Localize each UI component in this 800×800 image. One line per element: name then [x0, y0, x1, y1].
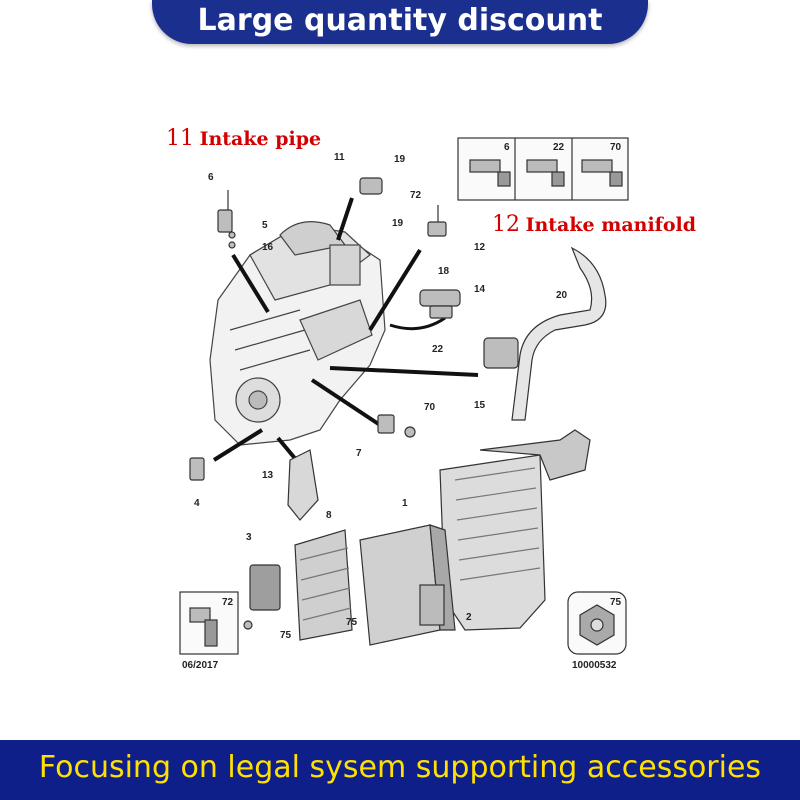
- banner-title: Large quantity discount: [197, 3, 603, 38]
- small-parts: [189, 177, 607, 521]
- part-label: 75: [346, 617, 358, 628]
- mesh-plate: [294, 529, 353, 641]
- annotation-number: 11: [166, 126, 194, 151]
- bolt-legend-box: [457, 137, 629, 201]
- nut-75-inset: [567, 591, 627, 655]
- engine-block: [209, 221, 386, 446]
- intake-pipe-annotation: 11 Intake pipe: [166, 126, 321, 151]
- part-label: 11: [334, 152, 345, 163]
- sensor-module: [243, 564, 281, 630]
- annotation-number: 12: [492, 212, 520, 237]
- bottom-banner: Focusing on legal sysem supporting acces…: [0, 740, 800, 800]
- part-label: 70: [424, 402, 436, 413]
- part-label: 2: [466, 612, 472, 623]
- part-number-labels: 11 19 6 5 16 72 19 12 18 14 22 20 15 70 …: [182, 142, 622, 671]
- part-label: 14: [474, 284, 486, 295]
- annotation-text: Intake pipe: [199, 128, 322, 150]
- part-label: 4: [194, 498, 200, 509]
- inset-label: 72: [222, 597, 234, 608]
- bolt-72-inset: [179, 591, 239, 655]
- part-label: 19: [394, 154, 406, 165]
- intake-manifold-annotation: 12 Intake manifold: [492, 212, 696, 237]
- legend-label: 70: [610, 142, 622, 153]
- part-label: 16: [262, 242, 274, 253]
- reference-code: 10000532: [572, 660, 617, 671]
- top-banner: Large quantity discount: [152, 0, 648, 44]
- banner-slogan: Focusing on legal sysem supporting acces…: [38, 750, 762, 785]
- part-label: 6: [208, 172, 214, 183]
- part-label: 72: [410, 190, 422, 201]
- part-label: 1: [402, 498, 408, 509]
- part-label: 8: [326, 510, 332, 521]
- annotation-text: Intake manifold: [525, 214, 697, 236]
- part-label: 3: [246, 532, 252, 543]
- part-label: 5: [262, 220, 268, 231]
- date-code: 06/2017: [182, 660, 219, 671]
- legend-label: 22: [553, 142, 565, 153]
- part-label: 12: [474, 242, 486, 253]
- inset-label: 75: [610, 597, 622, 608]
- part-label: 19: [392, 218, 404, 229]
- ecu-module: [359, 524, 456, 646]
- legend-label: 6: [504, 142, 510, 153]
- part-label: 20: [556, 290, 568, 301]
- part-label: 13: [262, 470, 274, 481]
- part-label: 22: [432, 344, 444, 355]
- part-label: 7: [356, 448, 362, 459]
- part-label: 75: [280, 630, 292, 641]
- part-label: 18: [438, 266, 450, 277]
- part-label: 15: [474, 400, 486, 411]
- ecu-bracket: [439, 429, 591, 631]
